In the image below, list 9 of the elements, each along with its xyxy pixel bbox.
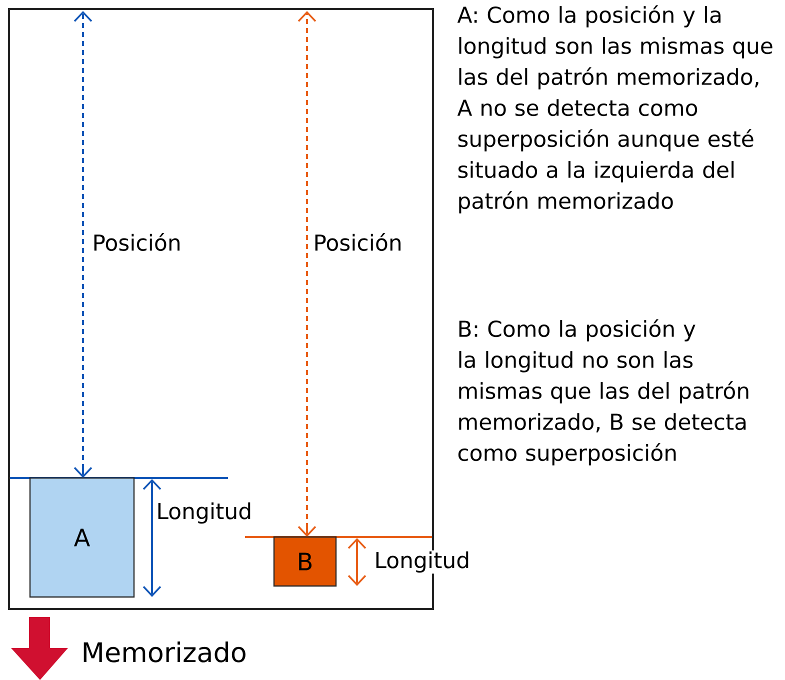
- pattern-box: B: [273, 536, 337, 587]
- dimension-label: Posición: [315, 233, 400, 251]
- pattern-box: A: [29, 477, 135, 598]
- dimension-label: Longitud: [373, 550, 472, 574]
- dimension-label: Longitud: [158, 502, 250, 524]
- note-text: A: Como la posición y la longitud son las mismas que las del patrón memorizado, A no se detecta como superposición aunque esté situado a la izquierda del patrón memorizado: [457, 5, 772, 214]
- note-text: B: Como la posición y la longitud no son las mismas que las del patrón memorizado, B se detecta como superposición: [458, 319, 748, 466]
- caption-text: Memorizado: [84, 642, 246, 662]
- dimension-label: Posición: [94, 233, 180, 251]
